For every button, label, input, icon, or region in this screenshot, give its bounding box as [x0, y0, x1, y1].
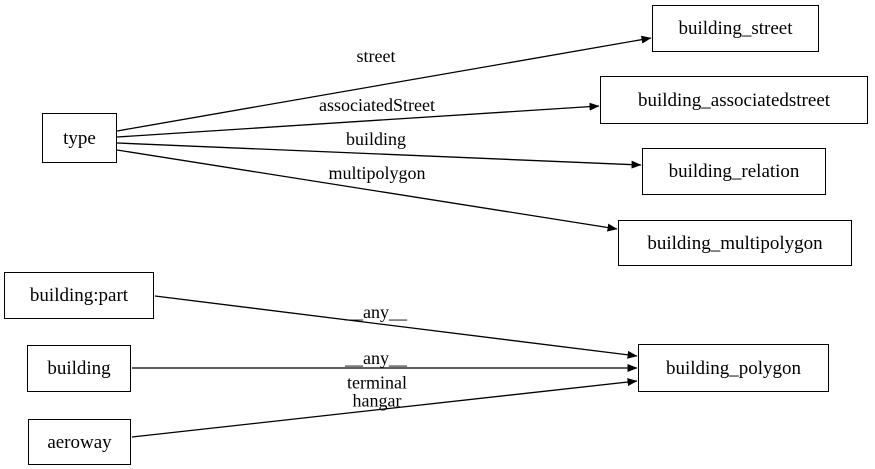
node-building-polygon[interactable]: building_polygon	[638, 344, 829, 392]
edge-label-building: building	[345, 128, 407, 149]
edge-label-any-building: __any__	[345, 347, 407, 368]
edge-building_part-to-building_polygon	[154, 295, 638, 359]
node-label: building_relation	[668, 161, 800, 182]
edge-type-to-building_associatedstreet	[116, 102, 600, 138]
node-aeroway[interactable]: aeroway	[28, 419, 131, 465]
node-label: building_polygon	[665, 357, 802, 379]
edge-label-associatedstreet: associatedStreet	[319, 94, 435, 115]
node-label: aeroway	[47, 431, 112, 453]
node-building-street[interactable]: building_street	[652, 5, 819, 52]
edge-label-multipolygon: multipolygon	[328, 162, 426, 183]
node-label: type	[63, 127, 96, 149]
edge-type-to-building_relation	[116, 142, 642, 169]
edge-label-street: street	[356, 45, 396, 66]
edge-aeroway-to-building_polygon	[131, 378, 638, 438]
edge-type-to-building_multipolygon	[116, 149, 618, 232]
node-label: building:part	[29, 285, 129, 306]
edge-label-terminal-hangar: terminal hangar	[347, 372, 407, 411]
node-building-associatedstreet[interactable]: building_associatedstreet	[600, 76, 868, 124]
edge-type-to-building_street	[116, 35, 652, 132]
node-label: building_street	[678, 18, 793, 39]
node-building[interactable]: building	[27, 345, 131, 392]
node-label: building_multipolygon	[647, 232, 823, 254]
edge-lines	[116, 35, 652, 438]
node-label: building	[47, 358, 111, 379]
node-label: building_associatedstreet	[637, 89, 831, 111]
node-building-part[interactable]: building:part	[4, 272, 154, 319]
node-type[interactable]: type	[42, 113, 117, 163]
node-building-relation[interactable]: building_relation	[642, 148, 826, 195]
edge-label-any-part: __any__	[345, 301, 407, 322]
node-building-multipolygon[interactable]: building_multipolygon	[618, 220, 852, 266]
